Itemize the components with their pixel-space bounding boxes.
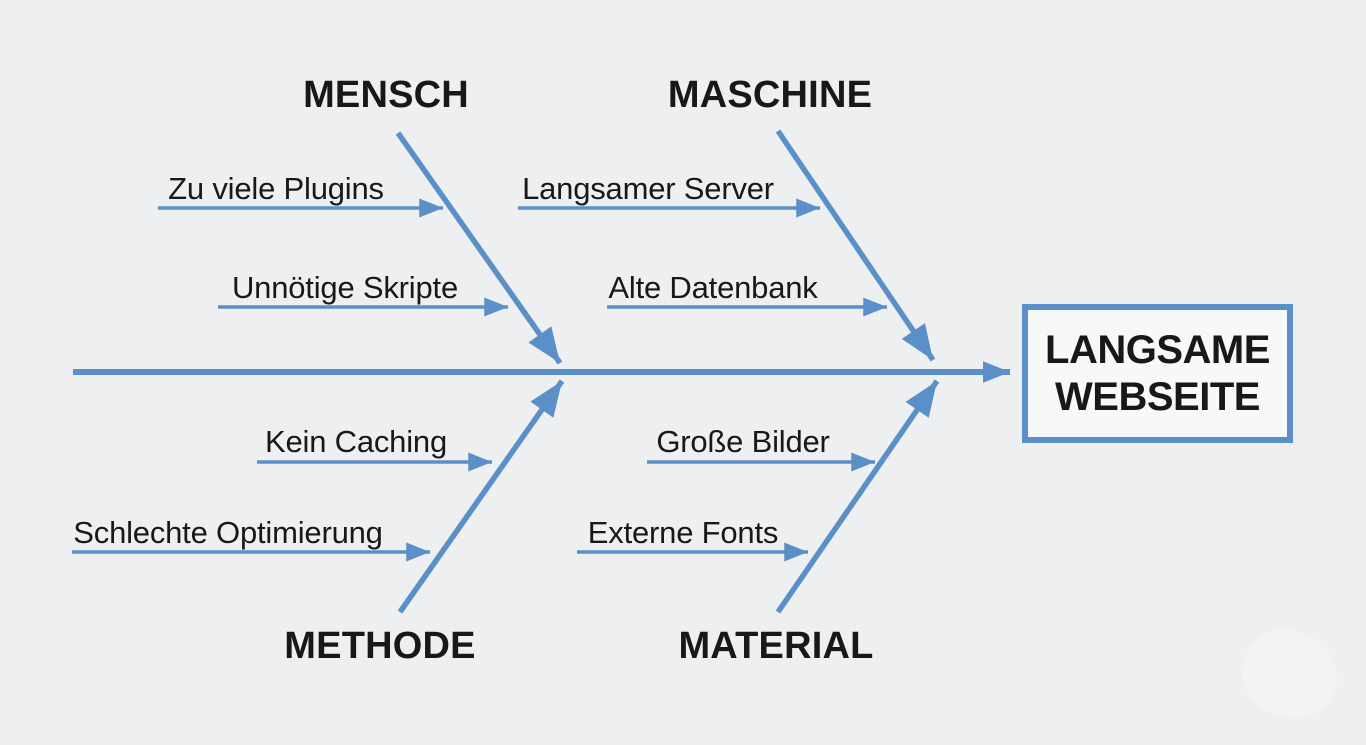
category-label-methode: METHODE [284,625,476,667]
effect-line1: LANGSAME [1045,327,1270,372]
cause-label-zu-viele-plugins: Zu viele Plugins [168,171,384,206]
cause-label-unnoetige-skripte: Unnötige Skripte [232,270,458,305]
category-label-mensch: MENSCH [303,74,469,116]
branch-arrow-mensch [395,131,563,365]
category-label-material: MATERIAL [678,625,874,667]
effect-box: LANGSAME WEBSEITE [1022,304,1293,443]
cause-label-langsamer-server: Langsamer Server [522,171,774,206]
cause-label-alte-datenbank: Alte Datenbank [608,270,818,305]
cause-label-schlechte-optimierung: Schlechte Optimierung [73,515,383,550]
branch-arrow-material [775,379,940,614]
branch-arrow-maschine [775,129,936,362]
cause-label-kein-caching: Kein Caching [265,424,447,459]
category-label-maschine: MASCHINE [667,74,873,116]
effect-line2: WEBSEITE [1055,374,1260,419]
cause-label-grosse-bilder: Große Bilder [656,424,830,459]
cause-label-externe-fonts: Externe Fonts [587,515,779,550]
branch-arrow-methode [397,379,565,614]
